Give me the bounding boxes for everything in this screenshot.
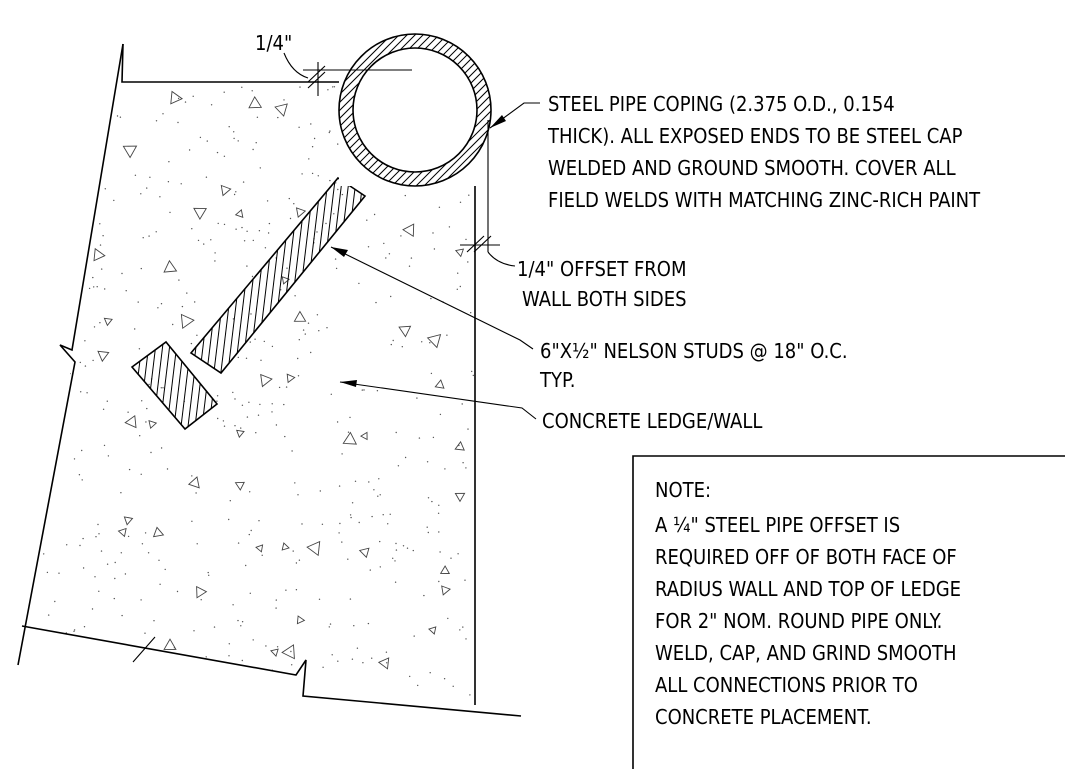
studs-callout-line2: TYP. <box>539 368 575 392</box>
top-offset-dimension: 1/4" <box>255 31 412 96</box>
note-heading: NOTE: <box>655 478 711 502</box>
concrete-callout: CONCRETE LEDGE/WALL <box>542 409 762 433</box>
note-box: NOTE: A ¼" STEEL PIPE OFFSET IS REQUIRED… <box>632 455 1065 769</box>
note-line-3: RADIUS WALL AND TOP OF LEDGE <box>655 577 961 601</box>
note-line-1: A ¼" STEEL PIPE OFFSET IS <box>655 513 900 537</box>
steel-pipe-coping <box>338 33 492 187</box>
pipe-callout-line3: WELDED AND GROUND SMOOTH. COVER ALL <box>548 156 956 180</box>
note-line-4: FOR 2" NOM. ROUND PIPE ONLY. <box>655 609 942 633</box>
studs-callout-line1: 6"X½" NELSON STUDS @ 18" O.C. <box>540 339 848 363</box>
top-offset-label: 1/4" <box>255 31 292 55</box>
side-offset-dimension: 1/4" OFFSET FROM WALL BOTH SIDES <box>460 120 687 311</box>
note-line-2: REQUIRED OFF OF BOTH FACE OF <box>655 545 957 569</box>
concrete-texture <box>39 84 475 704</box>
side-offset-label-line1: 1/4" OFFSET FROM <box>517 257 686 281</box>
note-line-6: ALL CONNECTIONS PRIOR TO <box>655 673 918 697</box>
nelson-studs-callout: 6"X½" NELSON STUDS @ 18" O.C. TYP. <box>539 339 848 392</box>
side-offset-label-line2: WALL BOTH SIDES <box>522 287 687 311</box>
pipe-callout-line1: STEEL PIPE COPING (2.375 O.D., 0.154 <box>548 92 895 116</box>
note-line-5: WELD, CAP, AND GRIND SMOOTH <box>655 641 957 665</box>
leaders <box>330 102 540 420</box>
pipe-coping-callout: STEEL PIPE COPING (2.375 O.D., 0.154 THI… <box>547 92 981 212</box>
pipe-callout-line4: FIELD WELDS WITH MATCHING ZINC-RICH PAIN… <box>548 188 981 212</box>
concrete-outline <box>17 43 522 717</box>
pipe-callout-line2: THICK). ALL EXPOSED ENDS TO BE STEEL CAP <box>547 124 963 148</box>
nelson-stud <box>130 176 367 431</box>
note-line-7: CONCRETE PLACEMENT. <box>655 705 872 729</box>
